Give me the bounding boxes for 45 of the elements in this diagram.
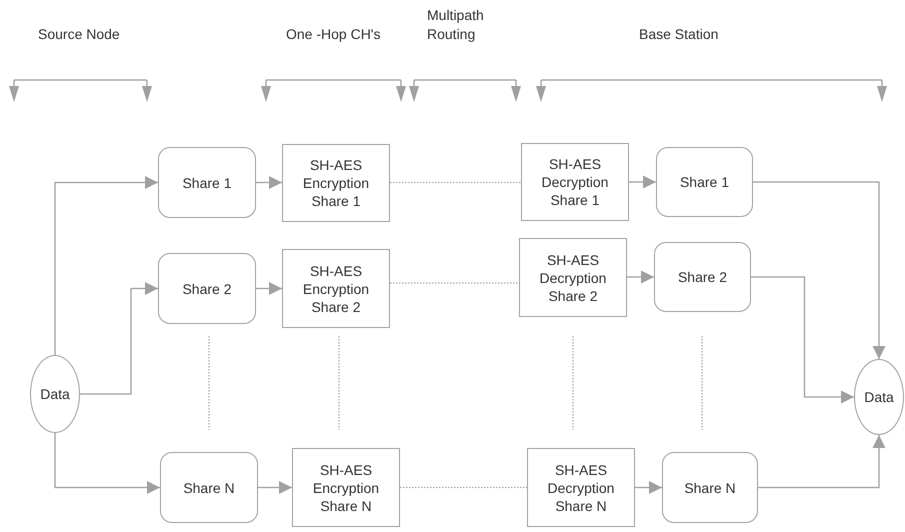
- share-box: [160, 452, 258, 523]
- node-label: SH-AES Decryption Share 2: [538, 250, 608, 304]
- process-box: [282, 144, 390, 222]
- process-box: [527, 448, 635, 527]
- arrow: [80, 282, 158, 395]
- node-label: Data: [864, 388, 894, 406]
- node-label: SH-AES Encryption Share 2: [302, 262, 370, 316]
- section-heading: Source Node: [38, 25, 121, 44]
- arrow: [627, 270, 654, 284]
- arrow: [256, 176, 282, 189]
- section-heading: Base Station: [639, 25, 720, 44]
- dotted-connector: [390, 182, 522, 183]
- node-label: SH-AES Encryption Share N: [312, 460, 380, 514]
- node-label: Share N: [684, 478, 736, 496]
- arrow: [751, 276, 854, 404]
- arrow: [54, 176, 158, 355]
- share-box: [158, 147, 256, 218]
- node-label: Share 1: [182, 174, 232, 192]
- node-label: SH-AES Decryption Share 1: [540, 155, 610, 209]
- process-box: [521, 143, 629, 221]
- share-box: [656, 147, 753, 217]
- share-box: [654, 242, 751, 312]
- share-box: [158, 253, 256, 324]
- arrow: [256, 282, 282, 295]
- node-label: Share N: [183, 478, 235, 496]
- arrow: [258, 481, 292, 494]
- node-label: Share 1: [680, 173, 730, 191]
- process-box: [282, 249, 390, 328]
- node-label: SH-AES Decryption Share N: [546, 460, 616, 514]
- arrow: [758, 435, 886, 488]
- dotted-connector: [400, 487, 528, 488]
- node-label: SH-AES Encryption Share 1: [302, 156, 370, 210]
- node-label: Share 2: [182, 280, 232, 298]
- arrow: [629, 176, 656, 188]
- section-heading: One -Hop CH's: [286, 25, 382, 44]
- process-box: [292, 448, 400, 527]
- arrow: [54, 433, 160, 494]
- dotted-connector: [390, 282, 520, 284]
- node-label: Share 2: [678, 268, 728, 286]
- arrow: [635, 481, 662, 494]
- node-label: Data: [40, 385, 70, 403]
- process-box: [519, 238, 627, 317]
- section-heading: Multipath Routing: [427, 6, 485, 44]
- arrow: [753, 181, 886, 359]
- share-box: [662, 452, 758, 523]
